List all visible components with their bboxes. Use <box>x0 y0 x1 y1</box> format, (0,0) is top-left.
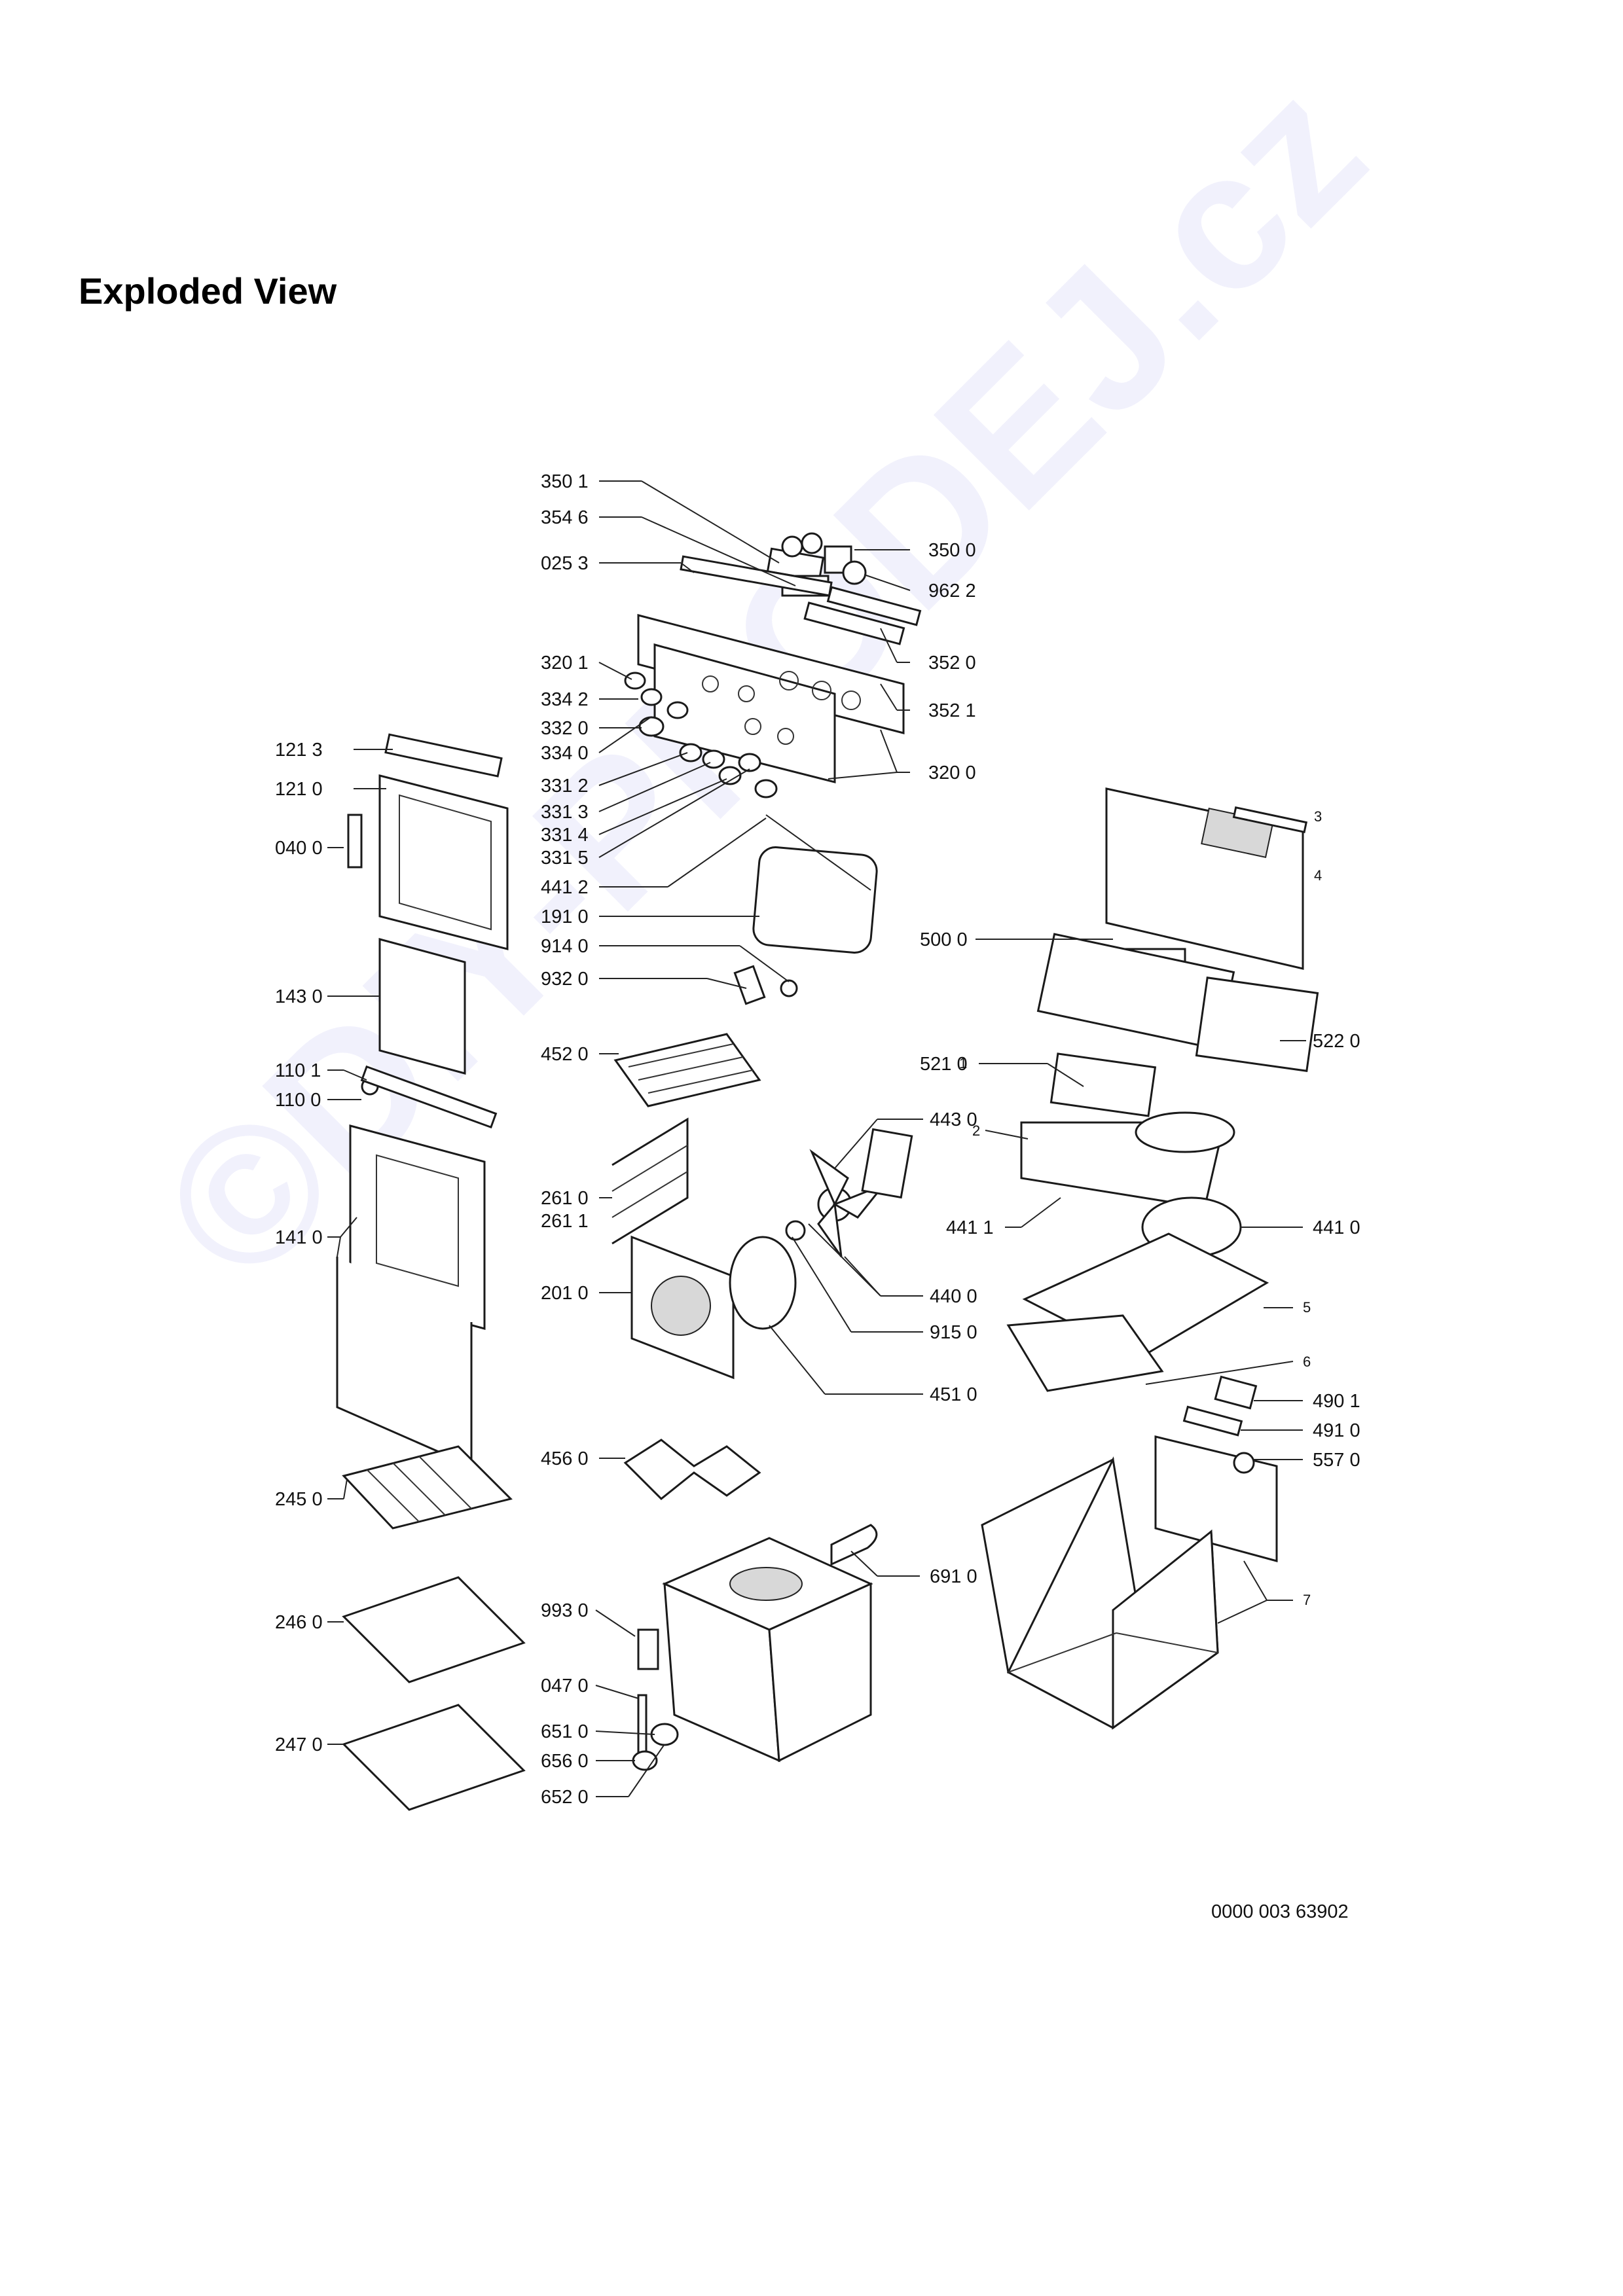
label-334-0: 334 0 <box>541 743 589 764</box>
label-143-0: 143 0 <box>275 986 323 1007</box>
label-350-0: 350 0 <box>928 540 976 561</box>
gasket-strip <box>765 814 871 891</box>
label-443-0: 443 0 <box>930 1109 977 1130</box>
door-frame <box>347 733 509 950</box>
label-110-1: 110 1 <box>275 1060 321 1081</box>
document-number: 0000 003 63902 <box>1211 1901 1349 1922</box>
label-521-0: 521 0 <box>920 1054 968 1075</box>
label-354-6: 354 6 <box>541 507 589 528</box>
label-441-1: 441 1 <box>946 1217 994 1238</box>
leader-lines <box>327 480 1306 1797</box>
label-261-1: 261 1 <box>541 1211 589 1232</box>
label-246-0: 246 0 <box>275 1612 323 1633</box>
oven-cavity <box>632 1537 873 1771</box>
label-451-0: 451 0 <box>930 1384 977 1405</box>
label-456-0: 456 0 <box>541 1448 589 1469</box>
label-3: 3 <box>1314 808 1322 825</box>
wire-shelf <box>342 1445 513 1530</box>
label-331-4: 331 4 <box>541 825 589 846</box>
part-labels: 350 1 354 6 025 3 350 0 962 2 320 1 352 … <box>275 471 1360 1808</box>
label-350-1: 350 1 <box>541 471 589 492</box>
door-gasket <box>752 846 878 954</box>
top-cover-assembly <box>1006 1111 1269 1392</box>
label-191-0: 191 0 <box>541 906 589 927</box>
control-panel <box>637 614 905 783</box>
label-557-0: 557 0 <box>1313 1450 1360 1471</box>
label-490-1: 490 1 <box>1313 1391 1360 1412</box>
label-652-0: 652 0 <box>541 1787 589 1808</box>
label-500-0: 500 0 <box>920 929 968 950</box>
label-247-0: 247 0 <box>275 1734 323 1755</box>
rear-panel <box>630 1235 735 1380</box>
electronic-boards <box>1154 1375 1278 1562</box>
grill-element <box>613 965 798 1107</box>
label-522-0: 522 0 <box>1313 1031 1360 1052</box>
door-handle <box>360 1065 498 1129</box>
label-047-0: 047 0 <box>541 1676 589 1696</box>
drip-tray <box>342 1704 526 1811</box>
circular-element <box>729 1236 797 1330</box>
hinge-bracket <box>830 1524 878 1566</box>
label-331-2: 331 2 <box>541 776 589 797</box>
control-module <box>1036 787 1319 1117</box>
label-121-0: 121 0 <box>275 779 323 800</box>
label-691-0: 691 0 <box>930 1566 977 1587</box>
label-245-0: 245 0 <box>275 1489 323 1510</box>
lower-heating-element <box>623 1439 761 1501</box>
label-7: 7 <box>1303 1592 1311 1608</box>
label-932-0: 932 0 <box>541 969 589 990</box>
label-201-0: 201 0 <box>541 1283 589 1304</box>
fan-and-motor <box>785 1128 913 1257</box>
inner-door-glass <box>378 938 466 1075</box>
label-6: 6 <box>1303 1354 1311 1370</box>
label-441-0: 441 0 <box>1313 1217 1360 1238</box>
label-025-3: 025 3 <box>541 553 589 574</box>
label-141-0: 141 0 <box>275 1227 323 1248</box>
label-491-0: 491 0 <box>1313 1420 1360 1441</box>
label-914-0: 914 0 <box>541 936 589 957</box>
baking-tray <box>342 1576 526 1683</box>
outer-chassis <box>981 1456 1219 1730</box>
label-121-3: 121 3 <box>275 740 323 761</box>
label-110-0: 110 0 <box>275 1090 321 1111</box>
label-331-5: 331 5 <box>541 848 589 869</box>
label-334-2: 334 2 <box>541 689 589 710</box>
side-rails <box>611 1117 689 1245</box>
label-915-0: 915 0 <box>930 1322 977 1343</box>
label-320-1: 320 1 <box>541 653 589 673</box>
outer-door-glass <box>336 1124 486 1468</box>
label-352-1: 352 1 <box>928 700 976 721</box>
label-440-0: 440 0 <box>930 1286 977 1307</box>
label-441-2: 441 2 <box>541 877 589 898</box>
label-352-0: 352 0 <box>928 653 976 673</box>
label-993-0: 993 0 <box>541 1600 589 1621</box>
label-040-0: 040 0 <box>275 838 323 859</box>
page-title: Exploded View <box>79 270 337 312</box>
label-452-0: 452 0 <box>541 1044 589 1065</box>
label-5: 5 <box>1303 1299 1311 1316</box>
label-261-0: 261 0 <box>541 1188 589 1209</box>
label-331-3: 331 3 <box>541 802 589 823</box>
label-4: 4 <box>1314 867 1322 884</box>
label-2: 2 <box>972 1122 980 1139</box>
label-320-0: 320 0 <box>928 762 976 783</box>
label-332-0: 332 0 <box>541 718 589 739</box>
parts <box>336 532 1319 1811</box>
label-656-0: 656 0 <box>541 1751 589 1772</box>
label-651-0: 651 0 <box>541 1721 589 1742</box>
label-962-2: 962 2 <box>928 581 976 601</box>
label-1: 1 <box>959 1055 967 1071</box>
